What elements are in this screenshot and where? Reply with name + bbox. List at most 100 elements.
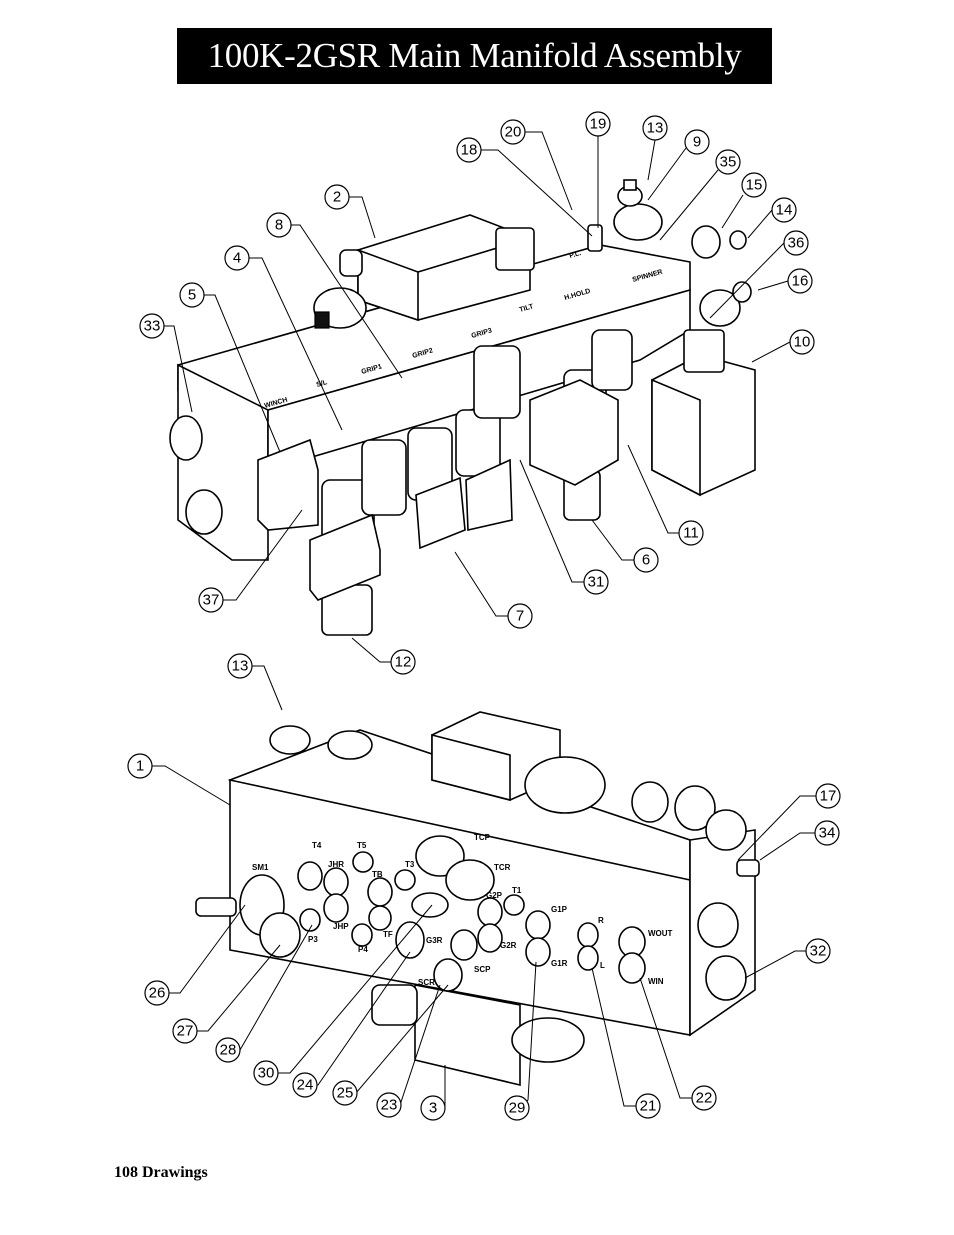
callout-16: 16 [787, 268, 813, 294]
label-tcp: TCP [474, 833, 491, 842]
svg-text:22: 22 [696, 1090, 713, 1107]
page-title: 100K-2GSR Main Manifold Assembly [177, 28, 772, 84]
callout-26: 26 [144, 980, 170, 1006]
callout-4: 4 [224, 245, 250, 271]
svg-text:1: 1 [136, 758, 144, 775]
svg-text:10: 10 [794, 334, 811, 351]
label-t3: T3 [405, 860, 415, 869]
svg-text:26: 26 [149, 985, 166, 1002]
label-tb: TB [372, 870, 383, 879]
svg-text:7: 7 [516, 608, 524, 625]
svg-text:8: 8 [275, 217, 283, 234]
label-l: L [600, 961, 605, 970]
callout-13: 13 [642, 115, 668, 141]
callout-23: 23 [376, 1092, 402, 1118]
port-labels: SM1 T4 T5 JHR TCP TCR T1 TB T3 G2P G1P R… [252, 833, 673, 987]
callout-2: 2 [324, 184, 350, 210]
label-scp: SCP [474, 965, 491, 974]
label-tilt: TILT [519, 303, 535, 314]
label-tf: TF [383, 930, 393, 939]
label-r: R [598, 916, 604, 925]
callout-25: 25 [332, 1080, 358, 1106]
callout-22: 22 [691, 1085, 717, 1111]
upper-assembly: WINCH S/L GRIP1 GRIP2 GRIP3 TILT H.HOLD … [169, 174, 756, 636]
label-p4: P4 [358, 945, 368, 954]
svg-text:16: 16 [792, 273, 809, 290]
svg-text:35: 35 [720, 154, 737, 171]
callout-20: 20 [500, 119, 526, 145]
svg-text:11: 11 [683, 525, 699, 542]
callout-11: 11 [678, 520, 704, 546]
svg-text:9: 9 [693, 134, 701, 151]
callout-35: 35 [715, 149, 741, 175]
label-p3: P3 [308, 935, 318, 944]
callout-19: 19 [585, 111, 611, 137]
svg-text:30: 30 [258, 1065, 275, 1082]
svg-text:2: 2 [333, 189, 341, 206]
callout-21: 21 [635, 1093, 661, 1119]
label-g3r: G3R [426, 936, 443, 945]
svg-text:27: 27 [177, 1023, 194, 1040]
callout-24: 24 [292, 1072, 318, 1098]
svg-text:31: 31 [588, 574, 605, 591]
callout-33: 33 [139, 313, 165, 339]
svg-text:21: 21 [640, 1098, 657, 1115]
callout-36: 36 [783, 230, 809, 256]
label-pl: P.L. [569, 250, 582, 260]
svg-text:13: 13 [647, 120, 664, 137]
label-t4: T4 [312, 841, 322, 850]
callout-32: 32 [805, 938, 831, 964]
callout-31: 31 [583, 569, 609, 595]
callouts-bottom: 13 1 17 34 32 26 27 28 30 24 25 23 3 29 … [127, 653, 841, 1121]
label-g1p: G1P [551, 905, 568, 914]
label-win: WIN [648, 977, 664, 986]
callout-7: 7 [507, 603, 533, 629]
callout-1: 1 [127, 753, 153, 779]
svg-text:36: 36 [788, 235, 805, 252]
svg-text:23: 23 [381, 1097, 398, 1114]
callout-15: 15 [741, 172, 767, 198]
svg-text:20: 20 [505, 124, 522, 141]
svg-text:15: 15 [746, 177, 763, 194]
svg-text:17: 17 [820, 788, 837, 805]
callout-5: 5 [179, 282, 205, 308]
label-g1r: G1R [551, 959, 568, 968]
svg-text:18: 18 [461, 142, 478, 159]
svg-text:3: 3 [429, 1100, 437, 1117]
label-tcr: TCR [494, 863, 511, 872]
label-t1: T1 [512, 886, 522, 895]
svg-text:29: 29 [509, 1100, 526, 1117]
svg-text:6: 6 [642, 552, 650, 569]
callout-10: 10 [789, 329, 815, 355]
callout-12: 12 [390, 649, 416, 675]
label-g2r: G2R [500, 941, 517, 950]
svg-text:19: 19 [590, 116, 607, 133]
svg-text:32: 32 [810, 943, 827, 960]
svg-text:4: 4 [233, 250, 241, 267]
label-scr: SCR [418, 978, 435, 987]
page-footer: 108 Drawings [114, 1164, 208, 1181]
callout-6: 6 [633, 547, 659, 573]
svg-text:5: 5 [188, 287, 196, 304]
label-jhr: JHR [328, 860, 344, 869]
svg-text:14: 14 [776, 202, 793, 219]
callout-37: 37 [198, 587, 224, 613]
svg-text:24: 24 [297, 1077, 314, 1094]
svg-text:25: 25 [337, 1085, 354, 1102]
svg-text:34: 34 [819, 825, 836, 842]
svg-text:13: 13 [232, 658, 249, 675]
callout-9: 9 [684, 129, 710, 155]
callout-28: 28 [215, 1037, 241, 1063]
callout-17: 17 [815, 783, 841, 809]
callout-30: 30 [253, 1060, 279, 1086]
callout-27: 27 [172, 1018, 198, 1044]
label-sl: S/L [316, 379, 329, 389]
callouts-top: 20 19 13 9 18 35 15 14 2 8 36 4 16 5 10 … [139, 111, 815, 675]
label-t5: T5 [357, 841, 367, 850]
svg-text:28: 28 [220, 1042, 237, 1059]
label-jhp: JHP [333, 922, 349, 931]
callout-29: 29 [504, 1095, 530, 1121]
callout-3: 3 [420, 1095, 446, 1121]
callout-14: 14 [771, 197, 797, 223]
callout-34: 34 [814, 820, 840, 846]
